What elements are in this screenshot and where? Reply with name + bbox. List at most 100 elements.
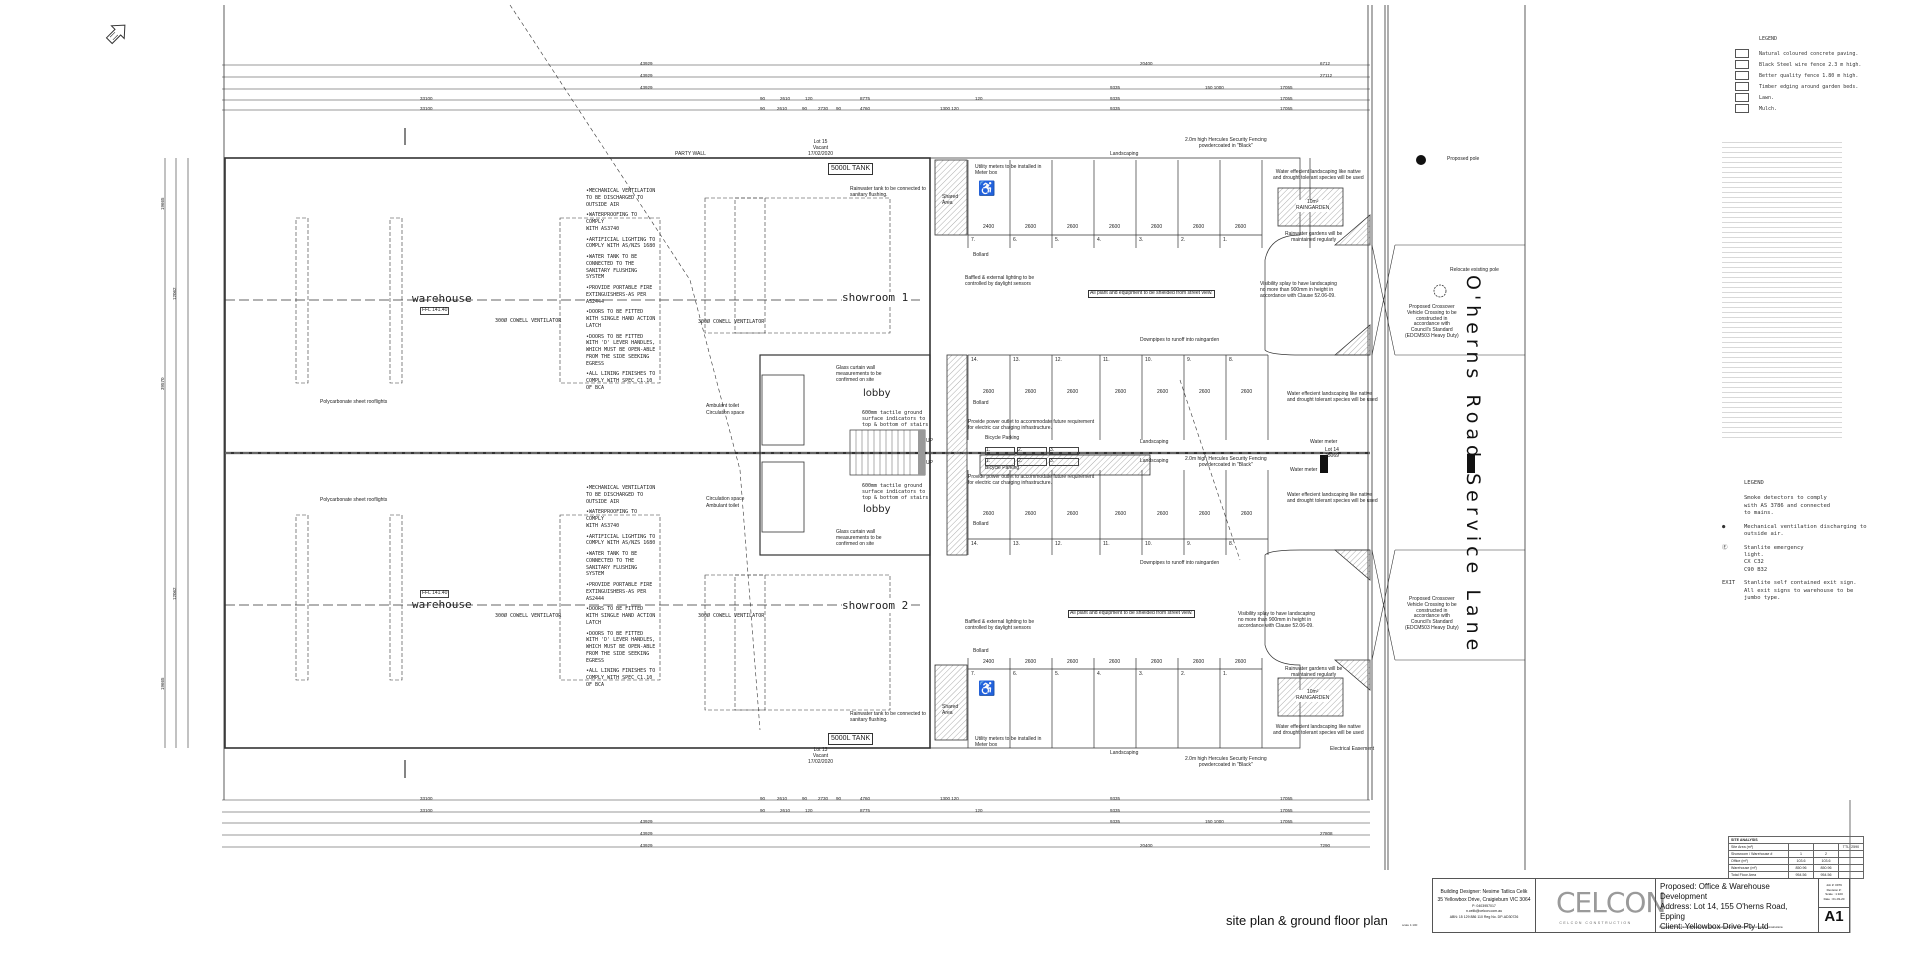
note-item: •ALL LINING FINISHES TO COMPLY WITH SPEC…: [586, 668, 656, 688]
circulation-space-label: Circulation space: [706, 496, 745, 502]
bicycle-space: 1.: [985, 447, 1015, 455]
note-item: •DOORS TO BE FITTED WITH SINGLE HAND ACT…: [586, 309, 656, 329]
bollard-label: Bollard: [973, 648, 989, 654]
power-outlet-note: Provide power outlet to accommodate futu…: [968, 419, 1095, 431]
bay-width-dimension: 2600: [1067, 511, 1079, 517]
parking-bay-mid-upper: 8.: [1229, 357, 1234, 363]
bay-width-dimension: 2600: [983, 389, 995, 395]
rainwater-tank-note: Rainwater tank to be connected to sanita…: [850, 711, 926, 723]
landscaping-label: Landscaping: [1110, 750, 1139, 756]
dimension-value: 150 1000: [1205, 819, 1224, 824]
shared-area-label: Shared Area: [942, 194, 959, 206]
note-item: •WATERPROOFING TO COMPLY WITH AS3740: [586, 509, 638, 529]
dimension-value: 43929: [640, 843, 653, 848]
logo-subtitle: CELCON CONSTRUCTION: [1559, 921, 1632, 925]
bollard-label: Bollard: [973, 252, 989, 258]
copyright-note: © Copyright : This drawing & design must…: [1659, 926, 1783, 929]
proposed-pole-label: Proposed pole: [1447, 156, 1480, 162]
designer-line: ABN: 15 129 886 110 Reg No. DP-AD30726: [1449, 914, 1519, 919]
parking-bay-top: 5.: [1055, 237, 1060, 243]
bay-width-dimension: 2600: [1241, 389, 1253, 395]
fence-note: 2.0m high Hercules Security Fencing powd…: [1185, 456, 1267, 468]
dimension-value: 90: [760, 808, 766, 813]
dimension-value: 20400: [1140, 61, 1153, 66]
water-landscaping-note: Water effecient landscaping like native …: [1287, 492, 1378, 504]
water-meter-label: Water meter: [1310, 439, 1338, 445]
bay-width-dimension: 2400: [983, 224, 995, 230]
bay-width-dimension: 2600: [1241, 511, 1253, 517]
bollard-label: Bollard: [973, 521, 989, 527]
designer-line: Building Designer: Nesime Tatlica Celik: [1440, 889, 1528, 895]
room-label-lobby-1: lobby: [863, 388, 891, 399]
tactile-note: 600mm tactile ground surface indicators …: [862, 483, 929, 501]
water-meter-label: Water meter: [1290, 467, 1318, 473]
dimension-value: 39570: [160, 377, 165, 390]
table-cell: [1838, 850, 1864, 858]
room-label-lobby-2: lobby: [863, 504, 891, 515]
tank-label-2: 5000L TANK: [828, 733, 874, 746]
dimension-value: 150 1000: [1205, 85, 1224, 90]
legend-item-label: Smoke detectors to comply with AS 3786 a…: [1744, 495, 1831, 517]
bay-width-dimension: 2400: [983, 659, 995, 665]
parking-bay-mid-lower: 14.: [971, 541, 978, 547]
job-info-line: Scale : 1:100: [1825, 892, 1843, 896]
crossover-note: Proposed Crossover Vehicle Crossing to b…: [1405, 596, 1459, 631]
drawing-scale: scale 1:100: [1402, 923, 1418, 927]
sheet-number: A1: [1819, 907, 1849, 925]
parking-bay-top: 3.: [1139, 237, 1144, 243]
lighting-note: Baffled & external lighting to be contro…: [965, 619, 1035, 631]
dimension-value: 9335: [1110, 96, 1121, 101]
parking-bay-mid-lower: 11.: [1103, 541, 1110, 547]
circulation-space-label: Circulation space: [706, 410, 745, 416]
legend-item: Lawn.: [1735, 92, 1861, 103]
accessible-parking-icon: ♿: [978, 180, 996, 196]
dimension-value: 33100: [420, 96, 433, 101]
glass-wall-note: Glass curtain wall measurements to be co…: [836, 529, 882, 547]
dimension-value: 33100: [420, 808, 433, 813]
materials-legend: LEGEND Natural coloured concrete paving.…: [1735, 36, 1861, 114]
legend-symbol-icon: [1722, 495, 1744, 517]
bay-width-dimension: 2600: [1151, 224, 1163, 230]
visibility-splay-note: Visibility splay to have landscaping no …: [1238, 611, 1315, 629]
table-cell: TTL: 2590: [1838, 843, 1864, 851]
table-cell: Office (m²): [1728, 857, 1789, 865]
table-cell: Site Area (m²): [1728, 843, 1789, 851]
bay-width-dimension: 2600: [1157, 511, 1169, 517]
utility-meters-note: Utility meters to be installed in Meter …: [975, 164, 1042, 176]
table-cell: Showroom / Warehouse #: [1728, 850, 1789, 858]
logo-text: CELCON: [1556, 886, 1666, 919]
bay-width-dimension: 2600: [1109, 659, 1121, 665]
table-cell: 103.6: [1788, 857, 1814, 865]
legend-item: Black Steel wire fence 2.3 m high.: [1735, 59, 1861, 70]
parking-bay-top: 4.: [1097, 237, 1102, 243]
dimension-value: 7290: [1320, 843, 1331, 848]
note-item: •WATERPROOFING TO COMPLY WITH AS3740: [586, 212, 638, 232]
symbols-legend: LEGEND Smoke detectors to comply with AS…: [1722, 480, 1867, 608]
job-info-line: Date : 01-03-20: [1823, 896, 1845, 901]
dimension-value: 2730: [818, 796, 829, 801]
legend-symbol-icon: ●: [1722, 523, 1726, 530]
skylight-label: Polycarbonate sheet rooflights: [320, 399, 388, 405]
plant-note: All plant and equipment to be shielded f…: [1068, 610, 1195, 618]
dimension-value: 20400: [1140, 843, 1153, 848]
dimension-value: 9335: [1110, 796, 1121, 801]
note-item: •WATER TANK TO BE CONNECTED TO THE SANIT…: [586, 551, 638, 578]
landscaping-label: Landscaping: [1140, 458, 1169, 464]
bicycle-parking-label: Bicycle Parking: [985, 435, 1020, 441]
designer-line: n.celik@celcon.com.au: [1465, 909, 1503, 914]
lot-14-label: Lot 14 25069: [1325, 447, 1339, 459]
construction-notes-2: •MECHANICAL VENTILATION TO BE DISCHARGED…: [586, 485, 655, 693]
bay-width-dimension: 2600: [1067, 389, 1079, 395]
ventilator-label: 300Ø COWELL VENTILATOR: [495, 318, 562, 324]
bicycle-space: 1.: [985, 458, 1015, 466]
note-item: •PROVIDE PORTABLE FIRE EXTINGUISHERS-AS …: [586, 285, 653, 305]
fence-note: 2.0m high Hercules Security Fencing powd…: [1185, 137, 1267, 149]
table-cell: [1838, 864, 1864, 872]
parking-bay-bottom: 3.: [1139, 671, 1144, 677]
parking-bay-mid-lower: 10.: [1145, 541, 1152, 547]
dimension-value: 9335: [1110, 106, 1121, 111]
